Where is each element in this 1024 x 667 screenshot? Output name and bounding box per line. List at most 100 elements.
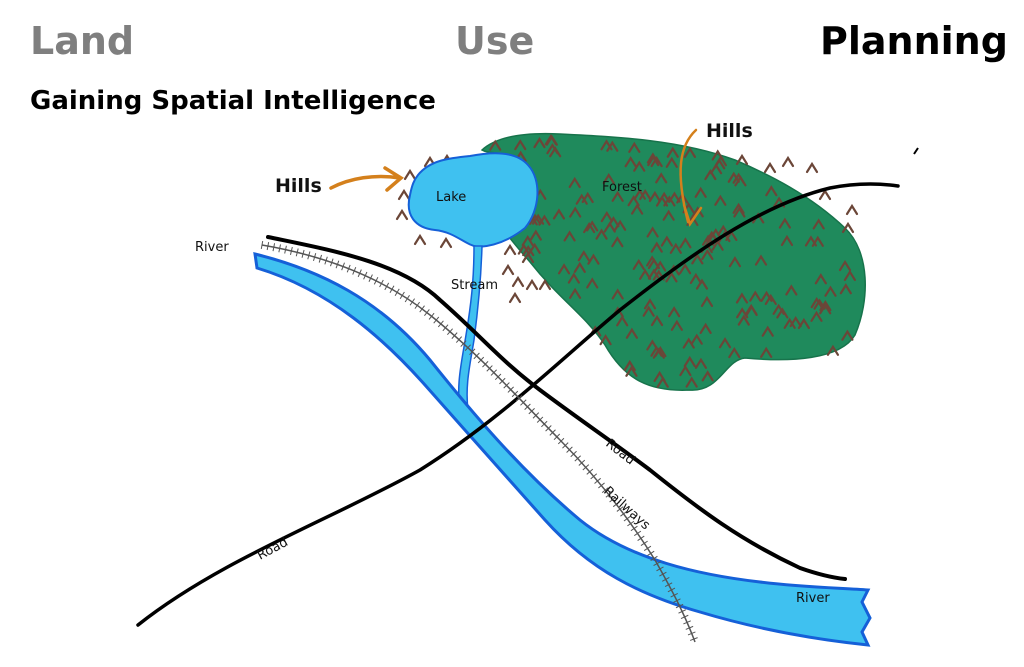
hill-mark <box>711 239 724 251</box>
hill-mark <box>737 314 750 326</box>
hill-mark <box>511 275 525 288</box>
hill-mark <box>670 319 683 331</box>
hill-mark <box>701 248 714 261</box>
railway-tie <box>675 603 684 609</box>
railway-tie <box>490 369 498 376</box>
hill-mark <box>595 228 608 240</box>
hill-mark <box>824 285 837 297</box>
railway-tie <box>482 360 489 368</box>
railway-tie <box>678 609 686 614</box>
hill-mark <box>586 220 599 232</box>
railway-tie <box>650 555 658 561</box>
hill-mark <box>735 292 749 304</box>
hill-mark <box>683 355 696 368</box>
railway-tie <box>460 340 467 347</box>
hill-mark <box>567 272 580 284</box>
hill-mark <box>838 259 852 272</box>
hill-mark <box>662 209 675 221</box>
railway-tie <box>557 437 565 445</box>
hill-mark <box>714 194 727 206</box>
railway-tie <box>318 254 323 263</box>
hill-mark <box>810 297 823 309</box>
label-lake: Lake <box>436 190 466 205</box>
hill-mark <box>705 230 718 242</box>
hill-mark <box>639 189 652 201</box>
hill-mark <box>529 229 542 241</box>
hill-mark <box>639 268 652 280</box>
hill-mark <box>646 255 659 267</box>
hill-mark <box>646 226 659 238</box>
label-road-lower: Road <box>255 535 291 564</box>
railway-tie <box>605 491 613 498</box>
railway-tie <box>536 416 544 423</box>
railway-tie <box>284 245 287 254</box>
railway-tie <box>586 468 594 475</box>
hill-mark <box>665 271 678 283</box>
railway-tie <box>594 477 601 484</box>
railway-tie <box>437 320 444 328</box>
hill-mark <box>764 293 777 306</box>
hill-mark <box>625 365 638 377</box>
railway-tie <box>419 305 425 313</box>
hill-mark <box>642 305 655 317</box>
hill-mark <box>623 359 636 372</box>
railway-tie <box>689 637 698 641</box>
hill-mark <box>783 317 796 329</box>
hill-mark <box>785 284 798 296</box>
label-stream: Stream <box>451 278 498 293</box>
railway-tie <box>433 316 440 324</box>
railway <box>261 244 696 643</box>
railway-tie <box>352 266 357 275</box>
railway-tie <box>477 356 485 364</box>
river <box>253 252 872 647</box>
hill-mark <box>845 203 859 216</box>
hill-mark <box>765 185 778 197</box>
railway-tie <box>659 571 667 577</box>
hill-mark <box>679 364 692 377</box>
hill-mark <box>826 344 840 356</box>
railway-tie <box>272 243 276 252</box>
railway-tie <box>313 253 317 262</box>
hill-mark <box>814 273 827 285</box>
railway-tie <box>590 473 598 480</box>
hill-mark <box>633 160 646 172</box>
hill-mark <box>546 143 559 155</box>
hill-mark <box>685 376 698 388</box>
hill-mark <box>600 211 613 223</box>
hill-mark <box>627 195 640 207</box>
hill-mark <box>586 277 599 289</box>
hill-mark <box>772 303 785 315</box>
hill-mark <box>728 346 741 359</box>
lake <box>407 152 539 249</box>
hill-mark <box>525 278 539 291</box>
hill-mark <box>625 327 638 339</box>
road-upper <box>266 235 847 581</box>
railway-tie <box>289 246 293 255</box>
hill-mark <box>647 155 660 167</box>
railway-tie <box>260 240 264 250</box>
hill-mark <box>812 218 825 230</box>
hill-mark <box>728 256 742 268</box>
hill-mark <box>646 339 659 351</box>
railway-tie <box>515 395 523 402</box>
hill-mark <box>599 334 612 346</box>
hill-mark <box>587 253 600 265</box>
railway-tie <box>368 274 373 282</box>
road-lower <box>136 182 900 627</box>
hill-mark <box>695 278 709 290</box>
railway-tie <box>524 403 531 410</box>
hill-mark <box>813 298 826 310</box>
hill-mark <box>557 263 571 275</box>
hill-mark <box>569 206 582 218</box>
hill-mark <box>691 206 704 218</box>
hill-mark <box>819 303 832 315</box>
hill-mark <box>413 233 427 246</box>
railway-tie <box>404 295 410 303</box>
railway-tie <box>601 487 609 494</box>
hill-mark <box>573 261 586 273</box>
railway-tie <box>609 496 617 503</box>
hill-mark <box>689 272 702 285</box>
railway-tie <box>612 501 620 508</box>
railway-tie <box>499 377 506 385</box>
hill-mark <box>701 370 714 382</box>
